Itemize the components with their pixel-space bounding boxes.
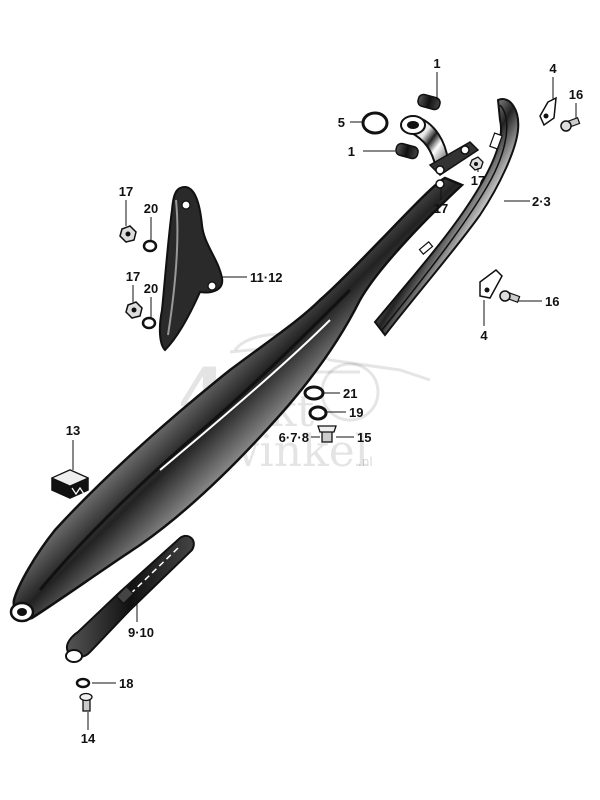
callout-14: 14 bbox=[81, 731, 96, 746]
callout-2-3: 2·3 bbox=[532, 194, 551, 209]
bolt-15 bbox=[317, 425, 337, 443]
watermark-suffix: .nl bbox=[358, 455, 373, 469]
callout-6-7-8: 6·7·8 bbox=[279, 430, 309, 445]
callout-17b: 17 bbox=[126, 269, 140, 284]
exhaust-gasket bbox=[361, 111, 389, 135]
exhaust-collars bbox=[395, 93, 441, 160]
callout-17a: 17 bbox=[119, 184, 133, 199]
callout-20a: 20 bbox=[144, 201, 158, 216]
baffle-insert bbox=[65, 534, 195, 663]
screw-14 bbox=[79, 692, 93, 712]
nut-17a bbox=[119, 225, 137, 243]
washer-19 bbox=[308, 405, 328, 421]
muffler-pipe bbox=[9, 176, 465, 623]
callout-9-10: 9·10 bbox=[128, 625, 154, 640]
callout-1a: 1 bbox=[433, 56, 440, 71]
clip-4a bbox=[539, 96, 557, 127]
callout-16a: 16 bbox=[569, 87, 583, 102]
muffler-bracket bbox=[158, 186, 224, 352]
washer-18 bbox=[75, 677, 91, 689]
bracket-fasteners bbox=[119, 225, 158, 330]
callout-20b: 20 bbox=[144, 281, 158, 296]
exhaust-flange bbox=[400, 115, 480, 176]
callouts: 1 1 2·3 4 4 5 6·7·8 9·10 11·12 13 14 15 … bbox=[66, 56, 583, 746]
washer-21 bbox=[303, 385, 325, 401]
callout-21: 21 bbox=[343, 386, 357, 401]
callout-1b: 1 bbox=[348, 144, 355, 159]
callout-4b: 4 bbox=[480, 328, 488, 343]
callout-15: 15 bbox=[357, 430, 371, 445]
leader-lines bbox=[72, 72, 577, 730]
screw-16b bbox=[499, 290, 521, 303]
stud-17d bbox=[435, 179, 445, 189]
nut-17b bbox=[125, 301, 143, 319]
callout-17d: 17 bbox=[434, 201, 448, 216]
callout-13: 13 bbox=[66, 423, 80, 438]
callout-19: 19 bbox=[349, 405, 363, 420]
heat-shield bbox=[373, 98, 520, 337]
callout-18: 18 bbox=[119, 676, 133, 691]
washer-20a bbox=[142, 239, 158, 253]
callout-17c: 17 bbox=[471, 173, 485, 188]
callout-16b: 16 bbox=[545, 294, 559, 309]
nut-17c bbox=[469, 156, 484, 171]
rubber-block bbox=[50, 469, 90, 499]
clip-4b bbox=[479, 269, 503, 299]
callout-4a: 4 bbox=[549, 61, 557, 76]
screw-16a bbox=[560, 117, 581, 132]
washer-20b bbox=[141, 316, 157, 330]
callout-5: 5 bbox=[338, 115, 345, 130]
callout-11-12: 11·12 bbox=[250, 270, 283, 285]
